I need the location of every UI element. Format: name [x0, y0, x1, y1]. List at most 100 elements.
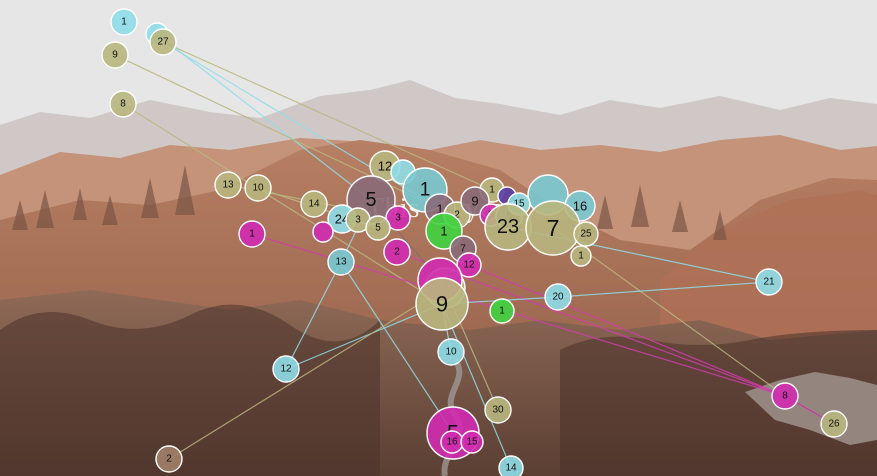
graph-node[interactable]: 12 [272, 355, 300, 383]
graph-node[interactable]: 9 [415, 277, 469, 331]
graph-node[interactable]: 25 [573, 221, 599, 247]
node-label: 9 [471, 194, 478, 209]
node-label: 7 [460, 244, 466, 255]
node-circle[interactable] [149, 28, 177, 56]
node-circle[interactable] [544, 283, 572, 311]
node-circle[interactable] [327, 248, 355, 276]
node-circle[interactable] [244, 174, 272, 202]
node-label: 26 [828, 419, 840, 430]
node-circle[interactable] [771, 382, 799, 410]
node-label: 1 [440, 224, 447, 239]
node-label: 14 [505, 463, 517, 474]
node-circle[interactable] [460, 430, 484, 454]
node-label: 30 [492, 405, 504, 416]
node-label: 25 [580, 229, 592, 240]
graph-node[interactable]: 8 [109, 90, 137, 118]
graph-node[interactable]: 27 [149, 28, 177, 56]
node-circle[interactable] [383, 238, 411, 266]
graph-edge [441, 303, 512, 469]
node-label: 1 [578, 251, 584, 262]
graph-node[interactable]: 26 [820, 410, 848, 438]
node-label: 1 [489, 185, 495, 196]
node-circle[interactable] [437, 338, 465, 366]
graph-node[interactable]: 21 [755, 268, 783, 296]
node-circle[interactable] [498, 455, 524, 476]
node-circle[interactable] [214, 171, 242, 199]
graph-node[interactable]: 10 [437, 338, 465, 366]
node-circle[interactable] [109, 90, 137, 118]
graph-node[interactable]: 13 [327, 248, 355, 276]
node-label: 23 [497, 216, 519, 238]
node-label: 9 [112, 50, 118, 61]
node-label: 5 [365, 189, 376, 211]
graph-node[interactable]: 1 [238, 220, 266, 248]
node-label: 10 [252, 183, 264, 194]
node-label: 15 [513, 199, 525, 210]
graph-node[interactable]: 13 [214, 171, 242, 199]
node-circle[interactable] [300, 190, 328, 218]
graph-node[interactable]: 1 [489, 298, 515, 324]
node-label: 1 [249, 229, 255, 240]
graph-edge [162, 41, 493, 191]
node-label: 15 [466, 437, 478, 448]
node-circle[interactable] [238, 220, 266, 248]
node-label: 2 [166, 454, 172, 465]
node-circle[interactable] [415, 277, 469, 331]
node-circle[interactable] [573, 221, 599, 247]
graph-edge [557, 281, 770, 298]
graph-node[interactable]: 2 [155, 445, 183, 473]
graph-node[interactable]: 1 [570, 245, 592, 267]
graph-node[interactable]: 7 [525, 200, 581, 256]
node-label: 14 [308, 199, 320, 210]
node-label: 1 [121, 17, 127, 28]
node-label: 13 [335, 257, 347, 268]
graph-node[interactable]: 5 [365, 215, 391, 241]
graph-node[interactable]: 30 [484, 396, 512, 424]
node-label: 9 [436, 292, 448, 317]
graph-node[interactable]: 3 [385, 205, 411, 231]
node-label: 12 [378, 159, 392, 174]
graph-edge [340, 261, 454, 434]
graph-edge [122, 103, 443, 305]
node-circle[interactable] [755, 268, 783, 296]
node-label: 2 [394, 247, 400, 258]
graph-node[interactable]: 2 [383, 238, 411, 266]
graph-edge [162, 41, 441, 210]
graph-node[interactable]: 23 [484, 203, 532, 251]
node-circle[interactable] [110, 8, 138, 36]
graph-node[interactable]: 1 [110, 8, 138, 36]
node-circle[interactable] [570, 245, 592, 267]
node-circle[interactable] [820, 410, 848, 438]
graph-node[interactable]: 8 [771, 382, 799, 410]
node-circle[interactable] [484, 396, 512, 424]
graph-node[interactable]: 9 [101, 41, 129, 69]
graph-node[interactable]: 15 [460, 430, 484, 454]
node-label: 21 [763, 277, 775, 288]
node-label: 16 [446, 437, 458, 448]
graph-edge [285, 303, 443, 370]
node-label: 1 [436, 202, 443, 217]
graph-node[interactable]: 14 [498, 455, 524, 476]
graph-nodes: 1279812131014511162433129361515123725271… [101, 8, 848, 476]
graph-node[interactable]: 20 [544, 283, 572, 311]
graph-node[interactable]: 16 [440, 430, 464, 454]
node-label: 20 [552, 292, 564, 303]
node-circle[interactable] [365, 215, 391, 241]
node-circle[interactable] [155, 445, 183, 473]
graph-node[interactable]: 14 [300, 190, 328, 218]
graph-node[interactable]: 10 [244, 174, 272, 202]
node-label: 2 [454, 210, 460, 221]
node-circle[interactable] [489, 298, 515, 324]
node-circle[interactable] [385, 205, 411, 231]
node-label: 3 [355, 215, 361, 226]
node-circle[interactable] [272, 355, 300, 383]
graph-edge [156, 33, 372, 201]
node-label: 12 [463, 260, 475, 271]
node-circle[interactable] [312, 221, 334, 243]
graph-edge [468, 264, 786, 397]
graph-node[interactable] [312, 221, 334, 243]
node-circle[interactable] [101, 41, 129, 69]
node-label: 5 [375, 223, 381, 234]
